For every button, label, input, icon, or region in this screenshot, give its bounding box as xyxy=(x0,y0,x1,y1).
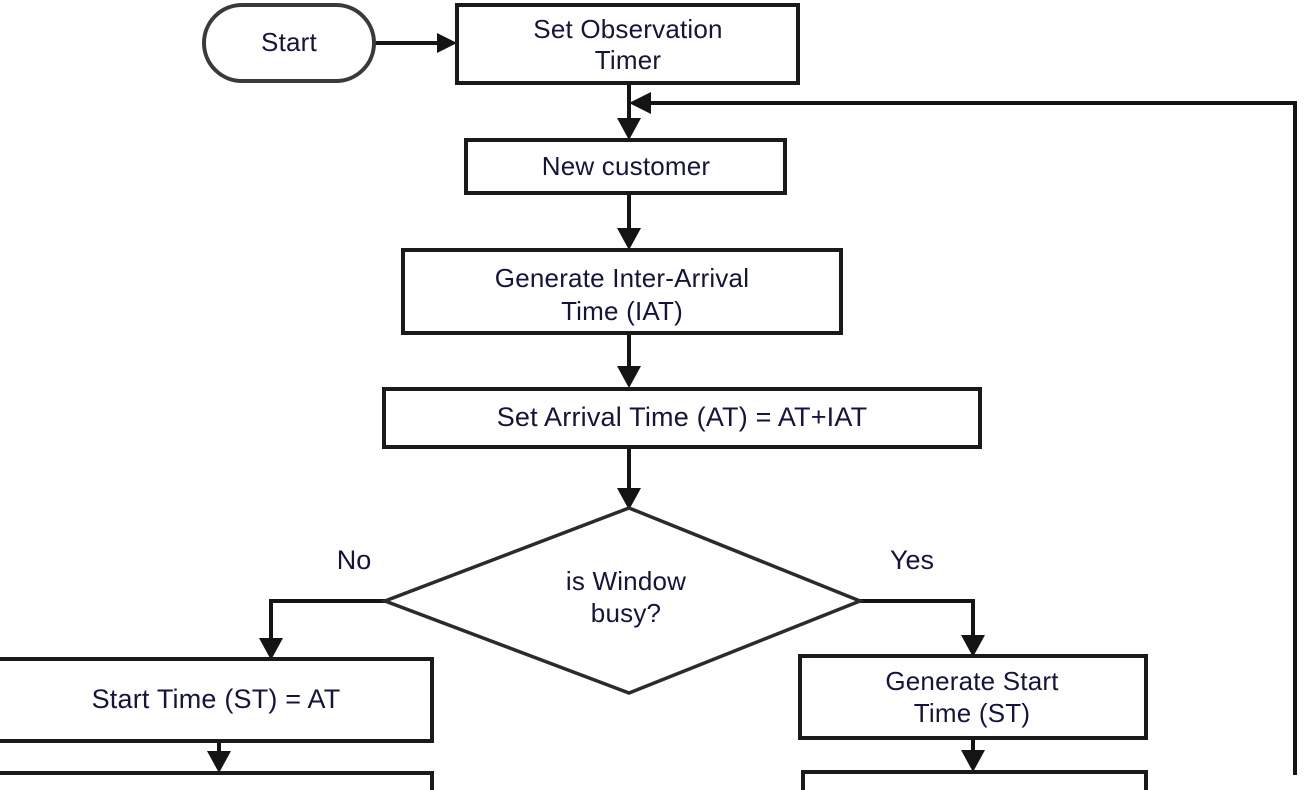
node-waiting-time-right[interactable] xyxy=(801,770,1148,790)
edge-loop-back-to-new-customer xyxy=(629,92,1297,775)
node-new-customer[interactable]: New customer xyxy=(464,138,787,195)
node-start[interactable]: Start xyxy=(202,3,376,83)
node-generate-iat-label-line1: Generate Inter-Arrival xyxy=(495,263,749,293)
node-is-window-busy[interactable]: is Window busy? xyxy=(380,506,865,695)
node-generate-start-time-label-line2: Time (ST) xyxy=(914,698,1030,728)
node-start-time-eq-at-label: Start Time (ST) = AT xyxy=(92,684,341,714)
edge-set-arrival-time-to-decision xyxy=(617,447,641,510)
node-generate-start-time-label-line1: Generate Start xyxy=(885,666,1059,696)
branch-label-no: No xyxy=(337,545,372,575)
node-set-arrival-time-label: Set Arrival Time (AT) = AT+IAT xyxy=(497,402,868,432)
node-set-observation-timer[interactable]: Set Observation Timer xyxy=(455,3,800,85)
edge-generate-iat-to-set-arrival-time xyxy=(617,333,641,388)
edge-set-observation-timer-to-new-customer xyxy=(617,83,641,140)
node-start-label: Start xyxy=(261,27,317,57)
edge-decision-no-to-start-time xyxy=(259,599,385,660)
node-start-time-eq-at[interactable]: Start Time (ST) = AT xyxy=(0,657,434,743)
edge-start-time-to-waiting-time-left xyxy=(207,741,231,773)
node-new-customer-label: New customer xyxy=(542,151,711,181)
node-set-observation-timer-label-line1: Set Observation xyxy=(533,14,722,44)
node-is-window-busy-label-line1: is Window xyxy=(566,566,686,596)
node-generate-iat[interactable]: Generate Inter-Arrival Time (IAT) xyxy=(401,248,843,335)
node-waiting-time-left[interactable] xyxy=(0,771,434,790)
node-generate-iat-label-line2: Time (IAT) xyxy=(561,296,683,326)
branch-label-yes: Yes xyxy=(890,545,934,575)
node-set-arrival-time[interactable]: Set Arrival Time (AT) = AT+IAT xyxy=(382,387,982,449)
edge-decision-yes-to-generate-start-time xyxy=(860,599,985,657)
edge-generate-start-time-to-waiting-time-right xyxy=(961,738,985,772)
node-set-observation-timer-label-line2: Timer xyxy=(595,45,662,75)
node-is-window-busy-label-line2: busy? xyxy=(591,598,661,628)
edge-start-to-set-observation-timer xyxy=(375,33,457,53)
node-generate-start-time[interactable]: Generate Start Time (ST) xyxy=(798,654,1148,740)
edge-new-customer-to-generate-iat xyxy=(617,193,641,250)
